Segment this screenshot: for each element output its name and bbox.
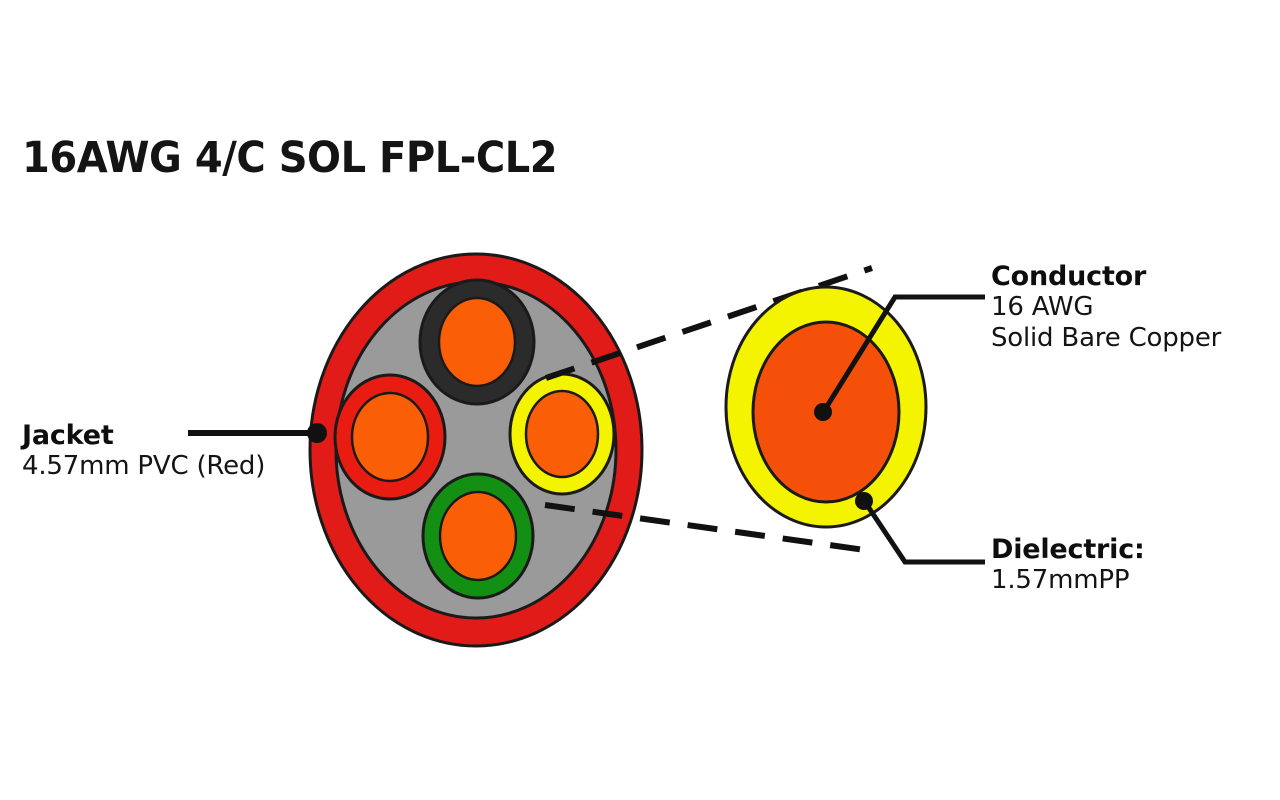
conductor-leader-dot xyxy=(814,403,832,421)
conductor-leader-line xyxy=(821,294,985,413)
green-conductor xyxy=(421,472,535,600)
magnifier-line-lower xyxy=(544,502,873,554)
callout-conductor-heading: Conductor xyxy=(991,261,1147,292)
callout-dielectric: Dielectric: 1.57mmPP xyxy=(991,534,1145,596)
dielectric-leader-dot xyxy=(855,492,873,510)
green-conductor-core xyxy=(438,490,518,582)
cable-cross-section xyxy=(308,252,644,648)
yellow-conductor xyxy=(508,372,616,496)
magnifier-line-upper xyxy=(545,265,873,381)
callout-jacket: Jacket 4.57mm PVC (Red) xyxy=(22,420,265,482)
callout-conductor: Conductor 16 AWG Solid Bare Copper xyxy=(991,261,1221,354)
dielectric-leader-line xyxy=(862,500,985,565)
magnifier-callout-lines xyxy=(544,265,873,554)
callout-jacket-heading: Jacket xyxy=(22,420,114,451)
leader-lines xyxy=(188,294,985,565)
jacket-leader-dot xyxy=(307,423,327,443)
red-conductor xyxy=(333,373,447,501)
yellow-conductor-core xyxy=(524,389,600,479)
red-conductor-core xyxy=(350,391,430,483)
black-conductor-core xyxy=(437,296,517,388)
callout-dielectric-heading: Dielectric: xyxy=(991,534,1145,565)
black-conductor xyxy=(418,278,536,406)
page-title: 16AWG 4/C SOL FPL-CL2 xyxy=(22,133,558,183)
callout-conductor-detail-2: Solid Bare Copper xyxy=(991,323,1222,353)
callout-conductor-detail-1: 16 AWG xyxy=(991,292,1094,322)
callout-dielectric-detail: 1.57mmPP xyxy=(991,565,1130,595)
callout-jacket-detail: 4.57mm PVC (Red) xyxy=(22,451,266,481)
